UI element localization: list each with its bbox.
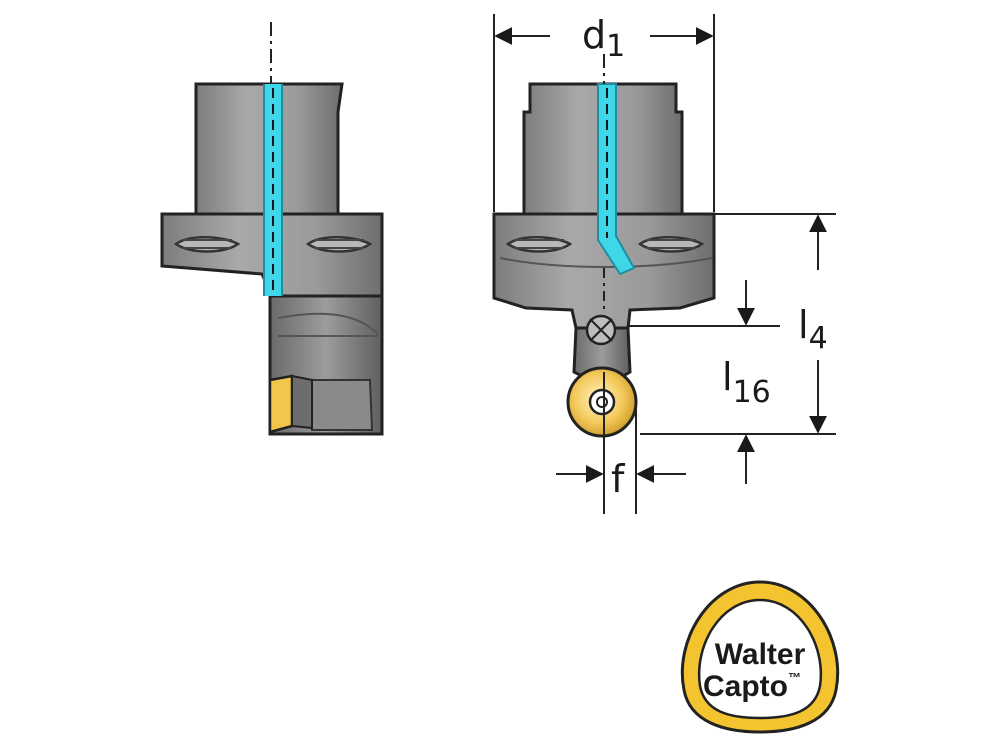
front-view — [492, 54, 716, 438]
side-coolant-channel — [263, 84, 283, 296]
l16-subscript: 16 — [733, 375, 771, 410]
dimension-l4: l4 — [640, 213, 836, 435]
l16-label: l — [722, 355, 733, 399]
logo-line-2: Capto — [703, 670, 788, 703]
dimension-f: f — [556, 372, 686, 514]
front-insert — [566, 366, 638, 438]
l4-label: l — [798, 303, 809, 347]
dimension-d1: d1 — [493, 13, 715, 212]
logo-line-1: Walter — [715, 638, 806, 671]
l4-subscript: 4 — [809, 321, 828, 356]
dimension-l16: l16 — [628, 280, 780, 484]
front-screw-right — [637, 236, 705, 253]
svg-text:l16: l16 — [722, 355, 771, 410]
walter-capto-logo: Walter Capto™ — [680, 580, 840, 734]
svg-text:Capto™: Capto™ — [703, 670, 801, 703]
side-screw-right — [305, 236, 373, 253]
d1-subscript: 1 — [606, 29, 625, 64]
f-label: f — [611, 457, 626, 501]
front-clamp-screw — [585, 314, 617, 346]
side-insert — [268, 374, 294, 434]
front-screw-left — [505, 236, 573, 253]
d1-label: d — [582, 13, 606, 57]
logo-trademark: ™ — [788, 670, 801, 685]
svg-text:l4: l4 — [798, 303, 828, 356]
side-view — [160, 22, 384, 436]
side-screw-left — [173, 236, 241, 253]
front-coolant-channel — [597, 83, 636, 276]
svg-text:d1: d1 — [582, 13, 625, 64]
